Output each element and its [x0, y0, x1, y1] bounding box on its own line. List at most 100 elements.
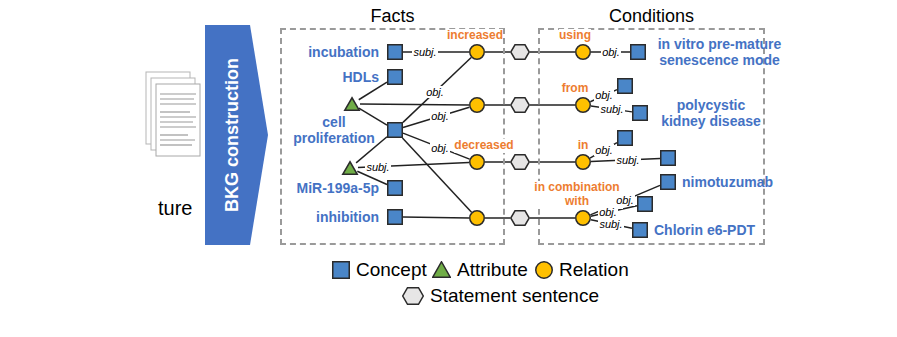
- connector-line: [590, 90, 617, 102]
- connector-line: [403, 58, 471, 123]
- concept-square: [638, 197, 653, 212]
- process-arrow: BKG construction: [205, 25, 268, 245]
- edge-label: obj.: [601, 46, 621, 59]
- statement-hexagon: [511, 155, 530, 170]
- concept-node: HDLs: [387, 69, 403, 85]
- concept-label: MiR-199a-5p: [297, 180, 379, 196]
- attribute-triangle: [345, 98, 360, 111]
- shape-outline: [632, 105, 648, 121]
- group-box: FactsincubationHDLscell proliferationMiR…: [280, 28, 505, 245]
- shape-outline: [387, 209, 403, 225]
- concept-label: cell proliferation: [289, 114, 379, 146]
- edge-label: obj.: [594, 89, 614, 102]
- concept-square: [633, 223, 648, 238]
- concept-label: polycystic kidney disease: [654, 97, 768, 129]
- concept-square: [618, 131, 633, 146]
- relation-label: using: [559, 29, 591, 43]
- relation-circle: [470, 45, 485, 60]
- shape-outline: [387, 44, 403, 60]
- edge-label: obj.: [425, 86, 445, 99]
- concept-square: [631, 45, 646, 60]
- relation-circle: [576, 155, 591, 170]
- shape-outline: [637, 196, 653, 212]
- connector-line: [403, 107, 469, 127]
- shape-outline: [535, 261, 553, 279]
- group-heading: Facts: [370, 6, 414, 27]
- legend-label: Concept: [356, 259, 427, 281]
- statement-hexagon: [511, 45, 530, 60]
- attribute-node: [344, 97, 360, 111]
- relation-node: in: [575, 154, 591, 170]
- connector-line: [403, 216, 469, 218]
- shape-outline: [575, 44, 591, 60]
- legend-label: Relation: [559, 259, 629, 281]
- connector-line: [530, 104, 575, 106]
- relation-label: decreased: [454, 139, 513, 153]
- edge-label: subj.: [615, 154, 640, 167]
- edge-label: subj.: [598, 218, 623, 231]
- shape-outline: [575, 154, 591, 170]
- group-heading: Conditions: [609, 6, 694, 27]
- relation-circle: [470, 211, 485, 226]
- concept-node: [617, 78, 633, 94]
- attribute-node: [342, 161, 358, 175]
- shape-outline: [332, 261, 350, 279]
- arrow-label: BKG construction: [222, 58, 243, 212]
- statement-node: [510, 44, 530, 60]
- statement-node: [510, 97, 530, 113]
- attribute-triangle: [343, 162, 358, 175]
- edge-label: obj.: [615, 194, 635, 207]
- statement-hexagon: [511, 98, 530, 113]
- edge-label: obj.: [430, 142, 450, 155]
- concept-square: [661, 175, 676, 190]
- shape-outline: [469, 44, 485, 60]
- shape-outline: [342, 161, 358, 175]
- shape-outline: [632, 222, 648, 238]
- shape-outline: [469, 154, 485, 170]
- paper-stack: [146, 72, 200, 156]
- concept-label: Chlorin e6-PDT: [654, 222, 755, 238]
- shape-outline: [387, 69, 403, 85]
- shape-outline: [617, 130, 633, 146]
- shape-outline: [387, 122, 403, 138]
- relation-node: from: [575, 97, 591, 113]
- relation-node: in combination with: [575, 210, 591, 226]
- edge-label: obj.: [594, 144, 614, 157]
- concept-node: MiR-199a-5p: [387, 180, 403, 196]
- shape-outline: [432, 261, 451, 278]
- relation-node: decreased: [469, 154, 485, 170]
- relation-node: increased: [469, 44, 485, 60]
- attribute-triangle: [433, 262, 451, 278]
- concept-node: nimotuzumab: [660, 174, 676, 190]
- relation-circle: [536, 262, 553, 279]
- legend-label: Attribute: [457, 259, 528, 281]
- relation-circle: [576, 211, 591, 226]
- concept-square: [388, 45, 403, 60]
- edge-label: obj.: [430, 110, 450, 123]
- edge-label: subj.: [599, 103, 624, 116]
- statement-node: [510, 154, 530, 170]
- relation-label: in: [578, 139, 589, 153]
- concept-node: incubation: [387, 44, 403, 60]
- relation-circle: [576, 98, 591, 113]
- source-label: ture: [158, 197, 192, 220]
- concept-node: Chlorin e6-PDT: [632, 222, 648, 238]
- concept-node: polycystic kidney disease: [632, 105, 648, 121]
- concept-node: [660, 150, 676, 166]
- shape-outline: [387, 180, 403, 196]
- connector-line: [530, 217, 575, 219]
- shape-outline: [575, 210, 591, 226]
- concept-node: [637, 196, 653, 212]
- connector-line: [485, 51, 510, 53]
- relation-node: using: [575, 44, 591, 60]
- statement-node: [510, 210, 530, 226]
- concept-node: cell proliferation: [387, 122, 403, 138]
- concept-node: [617, 130, 633, 146]
- group-box: Conditionsusingin vitro pre-mature senes…: [538, 28, 765, 245]
- shape-outline: [630, 44, 646, 60]
- concept-square: [388, 70, 403, 85]
- concept-label: inhibition: [316, 209, 379, 225]
- concept-square: [633, 106, 648, 121]
- connector-line: [590, 143, 617, 158]
